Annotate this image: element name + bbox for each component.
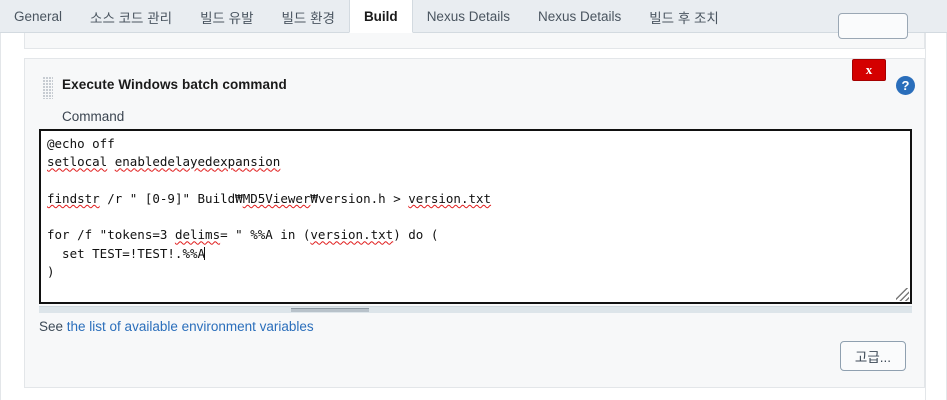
- tab-build[interactable]: Build: [348, 0, 413, 33]
- command-textarea-content: @echo off setlocal enabledelayedexpansion…: [47, 135, 904, 302]
- tab-nexus-details-1[interactable]: Nexus Details: [413, 0, 524, 33]
- tab-label: General: [14, 9, 63, 24]
- command-line: echo APP_VERSION=%TEST:~1% > version.txt: [47, 300, 904, 302]
- command-line: set TEST=!TEST!.%%A: [47, 245, 904, 263]
- command-text: /r " [0-9]" Build₩: [99, 190, 243, 206]
- command-text: echo APP_VERSION=%TEST:~1% >: [47, 301, 265, 302]
- spellcheck-word: findstr: [47, 190, 100, 206]
- command-line: [47, 208, 904, 226]
- drag-handle-icon[interactable]: [43, 77, 53, 99]
- command-text: ₩version.h >: [310, 190, 409, 206]
- text-cursor: [204, 246, 206, 260]
- panel-title: Execute Windows batch command: [62, 77, 287, 92]
- previous-step-panel-stub: [24, 13, 925, 49]
- tab-label: Nexus Details: [426, 9, 510, 24]
- command-text: set TEST=!TEST!.%%A: [47, 245, 206, 261]
- command-text: for /f "tokens=3: [47, 227, 175, 243]
- command-text: = " %%A in (: [220, 227, 311, 243]
- command-text: [107, 154, 115, 169]
- tab-post-build-actions[interactable]: 빌드 후 조치: [635, 0, 733, 33]
- advanced-button[interactable]: 고급...: [839, 341, 906, 371]
- execute-windows-batch-command-panel: Execute Windows batch command x ? Comman…: [24, 58, 925, 388]
- tab-source-code-management[interactable]: 소스 코드 관리: [76, 0, 186, 33]
- tab-label: 빌드 후 조치: [649, 10, 719, 26]
- tab-label: Nexus Details: [537, 9, 622, 24]
- spellcheck-word: version.txt: [310, 227, 394, 243]
- tab-general[interactable]: General: [0, 0, 76, 33]
- command-line: [47, 172, 904, 190]
- textarea-resize-handle-icon[interactable]: [896, 288, 909, 301]
- textarea-resize-thumb[interactable]: [291, 308, 369, 312]
- tab-build-environment[interactable]: 빌드 환경: [268, 0, 349, 33]
- tab-label: 빌드 환경: [281, 10, 335, 26]
- command-line: setlocal enabledelayedexpansion: [47, 153, 904, 171]
- tab-label: Build: [363, 8, 398, 24]
- command-line: @echo off: [47, 135, 904, 153]
- delete-builder-button[interactable]: x: [852, 59, 886, 81]
- spellcheck-word: setlocal: [47, 154, 108, 170]
- previous-step-button-stub[interactable]: [838, 13, 908, 39]
- textarea-resize-track: [39, 306, 912, 313]
- spellcheck-word: version.txt: [265, 301, 348, 302]
- environment-variables-row: See the list of available environment va…: [39, 319, 314, 334]
- command-line: [47, 281, 904, 299]
- command-textarea[interactable]: @echo off setlocal enabledelayedexpansion…: [39, 129, 912, 304]
- command-field-label: Command: [62, 109, 125, 124]
- spellcheck-word: delims: [174, 227, 221, 243]
- tab-label: 소스 코드 관리: [90, 10, 173, 26]
- spellcheck-word: version.txt: [408, 190, 492, 206]
- help-icon[interactable]: ?: [896, 76, 915, 95]
- command-line: for /f "tokens=3 delims= " %%A in (versi…: [47, 226, 904, 244]
- spellcheck-word: MD5Viewer: [242, 190, 311, 206]
- spellcheck-word: enabledelayedexpansion: [114, 154, 281, 170]
- command-line: ): [47, 263, 904, 281]
- config-tab-bar: General 소스 코드 관리 빌드 유발 빌드 환경 Build Nexus…: [0, 0, 947, 33]
- command-text: @echo off: [47, 136, 115, 151]
- tab-label: 빌드 유발: [200, 10, 254, 26]
- command-text: ) do (: [393, 227, 439, 243]
- env-see-text: See: [39, 319, 67, 334]
- command-text: ): [47, 264, 55, 280]
- command-line: findstr /r " [0-9]" Build₩MD5Viewer₩vers…: [47, 190, 904, 208]
- tab-nexus-details-2[interactable]: Nexus Details: [524, 0, 635, 33]
- frame-left-border: [0, 33, 1, 400]
- frame-gutter-border: [925, 33, 926, 400]
- tab-build-triggers[interactable]: 빌드 유발: [186, 0, 267, 33]
- environment-variables-link[interactable]: the list of available environment variab…: [66, 319, 314, 334]
